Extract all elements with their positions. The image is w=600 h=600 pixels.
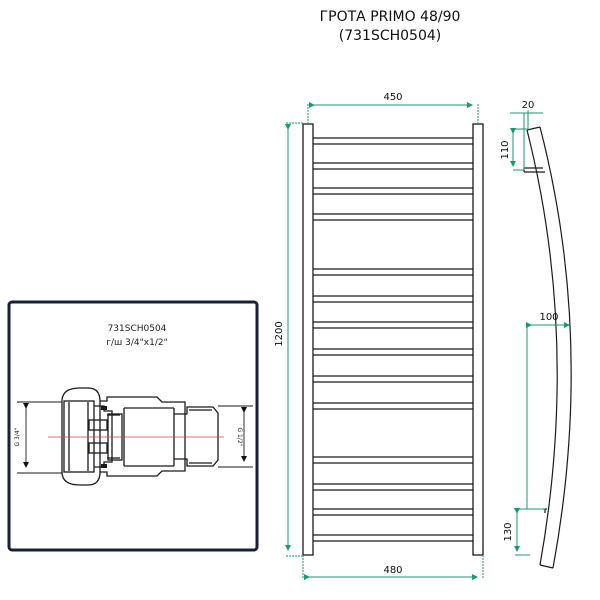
fitting-frame bbox=[7, 300, 259, 552]
dim-width-top: 450 bbox=[383, 92, 402, 103]
rail-bars bbox=[313, 137, 473, 542]
fitting-spec: г/ш 3/4"x1/2" bbox=[106, 338, 167, 348]
dim-top-connection: 110 bbox=[500, 140, 511, 159]
dim-depth: 100 bbox=[539, 312, 558, 323]
dim-top-offset: 20 bbox=[522, 100, 535, 111]
drawing-title: ГРОТА PRIMO 48/90 bbox=[319, 9, 461, 25]
left-thread-label: G 3/4" bbox=[14, 427, 21, 446]
side-view bbox=[523, 126, 572, 569]
front-view bbox=[302, 123, 484, 556]
dim-bottom-connection: 130 bbox=[503, 522, 514, 541]
side-dimensions bbox=[510, 110, 570, 556]
side-profile-outer bbox=[539, 126, 572, 569]
left-post bbox=[302, 123, 314, 556]
side-profile-inner bbox=[526, 129, 558, 566]
right-thread-label: G 1/2" bbox=[236, 428, 243, 447]
drawing-model-code: (731SCH0504) bbox=[338, 28, 442, 44]
front-dimensions bbox=[285, 102, 484, 580]
fitting-code: 731SCH0504 bbox=[108, 324, 167, 334]
fitting-detail: 731SCH0504 г/ш 3/4"x1/2" bbox=[7, 300, 259, 552]
right-post bbox=[472, 123, 484, 556]
dim-height: 1200 bbox=[274, 321, 285, 346]
dim-width-bottom: 480 bbox=[383, 565, 402, 576]
